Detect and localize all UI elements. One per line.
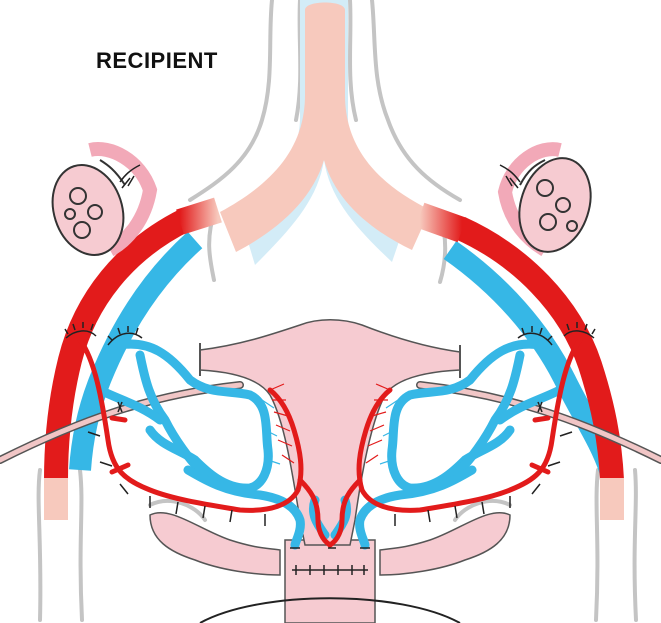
common-iliac-artery-pale	[220, 2, 430, 252]
external-iliac-vein-left	[69, 231, 203, 471]
uterine-branch-vessels	[261, 383, 399, 465]
tack-stitches	[87, 431, 573, 549]
lower-genital-tract	[149, 512, 511, 623]
ovary-right	[497, 142, 592, 257]
uterine-arteries	[77, 337, 583, 548]
external-iliac-artery-left	[44, 197, 222, 520]
diagram-title: RECIPIENT	[96, 48, 218, 73]
ovary-left	[51, 142, 158, 257]
sutures	[64, 164, 596, 413]
